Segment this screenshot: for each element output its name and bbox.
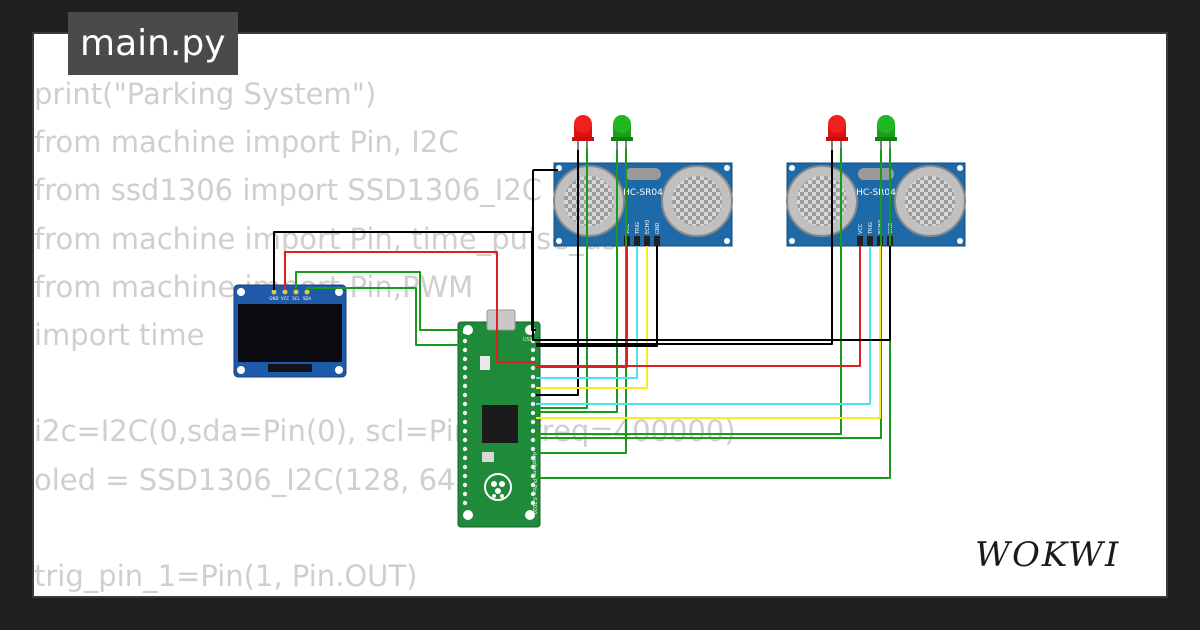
pico-usb-port (486, 309, 516, 331)
wire-sensor2-trig (536, 246, 871, 405)
oled-pin-label: SDA (303, 296, 312, 301)
wokwi-logo-text: WOKWI (975, 535, 1120, 575)
sensor-1-pin-label: ECHO (645, 220, 651, 234)
sensor-1-pin-label: TRIG (635, 222, 641, 235)
code-line: trig_pin_1=Pin(1, Pin.OUT) (34, 558, 418, 593)
wire-red-led-1 (536, 150, 579, 396)
diagram-canvas (34, 34, 1166, 596)
wire-red-led-2 (536, 150, 833, 345)
wire-sensor1-vcc (536, 246, 628, 368)
oled-pin[interactable] (304, 289, 310, 295)
pico-board-label: Raspberry Pi Pico ©2020 (531, 452, 538, 514)
sensor-1-label: HC-SR04 (623, 188, 663, 198)
code-line: import time (34, 317, 205, 352)
oled-pin-label: SCL (292, 296, 300, 301)
oled-pin[interactable] (293, 289, 299, 295)
oled-pin[interactable] (271, 289, 277, 295)
wire-green-led-1-anode (536, 148, 588, 409)
wire-oled-vcc (284, 251, 536, 363)
wokwi-logo: WOKWI (975, 535, 1120, 575)
wire-sensor1-gnd (536, 246, 658, 347)
file-tab[interactable]: main.py (68, 12, 238, 75)
wire-green-led-1 (536, 150, 618, 413)
sensor-1-pin-label: VCC (625, 223, 631, 234)
oled-pin-label: VCC (281, 296, 290, 301)
raspberry-pi-pico[interactable]: USB Raspberry Pi Pico ©2020 (457, 309, 541, 528)
green-led-2[interactable] (875, 115, 897, 150)
code-line: from ssd1306 import SSD1306_I2C (34, 173, 543, 208)
red-led-2[interactable] (826, 115, 848, 150)
pico-usb-label: USB (523, 337, 534, 343)
wire-red-led-2-b (536, 148, 842, 435)
wire-sensor2-vcc (536, 246, 861, 367)
wire-oled-sda (306, 287, 462, 346)
sensor-2-label: HC-SR04 (856, 188, 896, 198)
oled-pin[interactable] (282, 289, 288, 295)
wire-sensor2-gnd (536, 246, 891, 341)
sensor-2-pin-label: VCC (858, 223, 864, 234)
wire-sensor1-echo (536, 246, 648, 389)
wire-sensor2-echo (536, 246, 881, 419)
ultrasonic-sensor-1[interactable]: HC-SR04 VCC TRIG ECHO GND (553, 162, 733, 247)
wire-sensor1-gnd-black (532, 169, 558, 341)
green-led-1[interactable] (611, 115, 633, 150)
sensor-2-pin-label: TRIG (868, 222, 874, 235)
code-line: print("Parking System") (34, 77, 377, 111)
wire-oled-scl (295, 271, 462, 331)
oled-display[interactable]: GND VCC SCL SDA (233, 284, 347, 378)
sensor-1-pin-label: GND (655, 222, 661, 234)
oled-pin-label: GND (269, 296, 278, 301)
red-led-1[interactable] (572, 115, 594, 150)
code-line: from machine import Pin, I2C (34, 125, 459, 160)
wire-sensor1-trig (536, 246, 638, 379)
ultrasonic-sensor-2[interactable]: HC-SR04 VCC TRIG ECHO GND (786, 162, 966, 247)
